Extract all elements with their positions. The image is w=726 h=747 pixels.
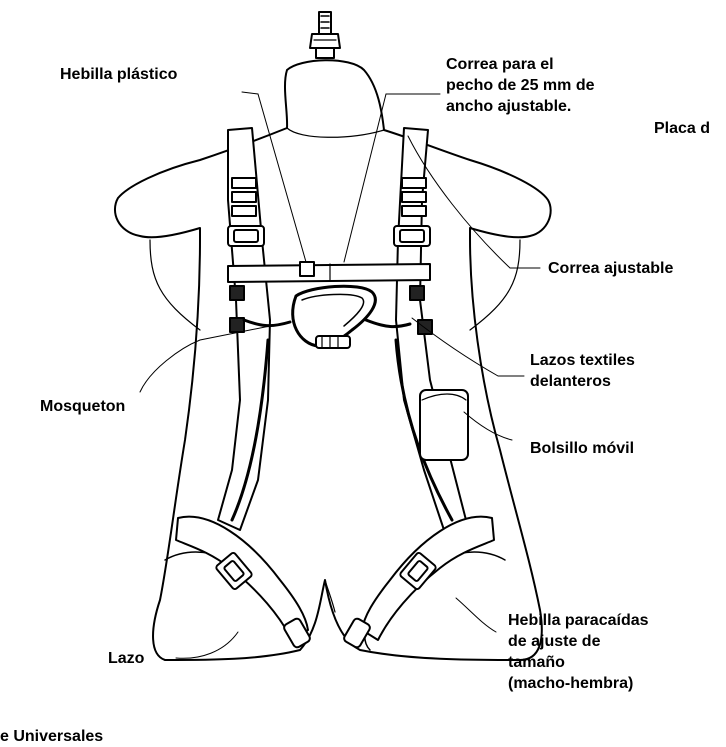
label-hebilla-paracaidas-line3: tamaño <box>508 652 649 673</box>
label-bolsillo-movil: Bolsillo móvil <box>530 438 634 459</box>
label-hebilla-plastico: Hebilla plástico <box>60 64 177 85</box>
chest-plastic-buckle <box>300 262 314 276</box>
label-correa-ajustable: Correa ajustable <box>548 258 673 279</box>
mannequin-torso <box>115 60 551 660</box>
label-correa-pecho-line3: ancho ajustable. <box>446 96 595 117</box>
label-correa-pecho: Correa para el pecho de 25 mm de ancho a… <box>446 54 595 117</box>
label-hebilla-paracaidas-line2: de ajuste de <box>508 631 649 652</box>
label-universales: e Universales <box>0 726 103 747</box>
label-correa-pecho-line2: pecho de 25 mm de <box>446 75 595 96</box>
chest-strap <box>228 264 430 282</box>
label-hebilla-paracaidas-line4: (macho-hembra) <box>508 673 649 694</box>
label-lazos-textiles-line1: Lazos textiles <box>530 350 635 371</box>
label-lazos-textiles: Lazos textiles delanteros <box>530 350 635 392</box>
label-lazo: Lazo <box>108 648 144 669</box>
label-correa-pecho-line1: Correa para el <box>446 54 595 75</box>
label-hebilla-paracaidas-line1: Hebilla paracaídas <box>508 610 649 631</box>
label-lazos-textiles-line2: delanteros <box>530 371 635 392</box>
movable-pocket <box>420 390 468 460</box>
label-hebilla-paracaidas: Hebilla paracaídas de ajuste de tamaño (… <box>508 610 649 694</box>
label-placa: Placa d <box>654 118 710 139</box>
label-mosqueton: Mosqueton <box>40 396 125 417</box>
hanger-hook-icon <box>310 12 340 58</box>
